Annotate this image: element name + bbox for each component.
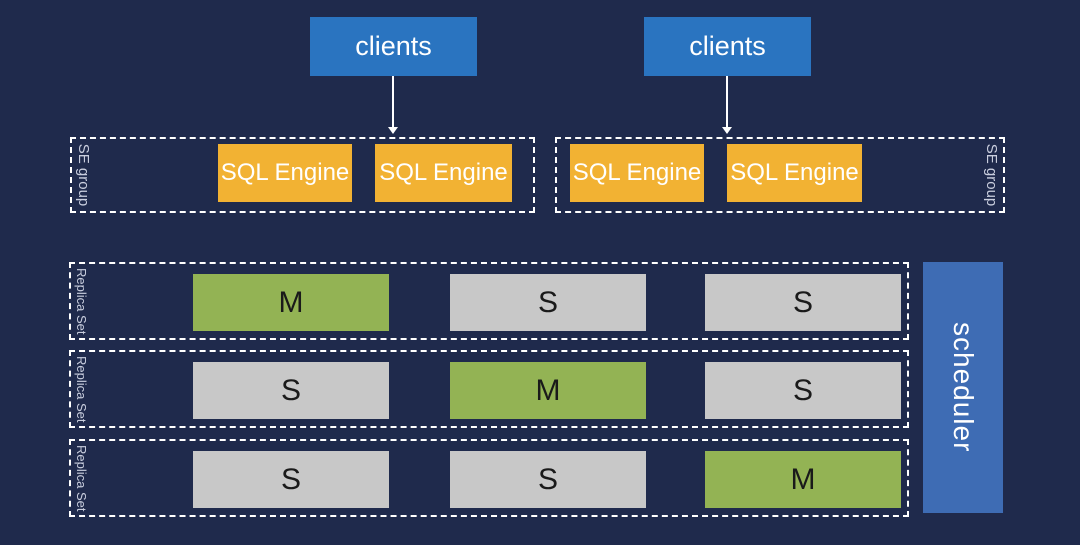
replica-set-label: Replica Set (74, 268, 89, 335)
sql-engine-box: SQL Engine (218, 144, 352, 202)
se-group-box-right: SE group SQL Engine SQL Engine (555, 137, 1005, 213)
node-box: M (705, 451, 901, 508)
sql-engine-box: SQL Engine (570, 144, 704, 202)
client-arrow-line-right (726, 76, 728, 127)
replica-set-box-3: Replica Set S S M (69, 439, 909, 517)
replica-set-label: Replica Set (74, 445, 89, 512)
replica-set-box-2: Replica Set S M S (69, 350, 909, 428)
client-arrow-line-left (392, 76, 394, 127)
node-box: S (450, 451, 646, 508)
replica-set-box-1: Replica Set M S S (69, 262, 909, 340)
scheduler-label: scheduler (948, 322, 979, 453)
client-arrow-head-left (388, 127, 398, 134)
node-box: S (705, 274, 901, 331)
node-box: M (193, 274, 389, 331)
node-box: S (450, 274, 646, 331)
client-arrow-head-right (722, 127, 732, 134)
node-box: M (450, 362, 646, 419)
sql-engine-box: SQL Engine (375, 144, 512, 202)
node-box: S (193, 362, 389, 419)
scheduler-box: scheduler (923, 262, 1003, 513)
node-box: S (705, 362, 901, 419)
clients-box-left: clients (310, 17, 477, 76)
sql-engine-box: SQL Engine (727, 144, 862, 202)
replica-set-label: Replica Set (74, 356, 89, 423)
node-box: S (193, 451, 389, 508)
clients-box-right: clients (644, 17, 811, 76)
se-group-box-left: SE group SQL Engine SQL Engine (70, 137, 535, 213)
se-group-label: SE group (983, 143, 1000, 207)
se-group-label: SE group (75, 143, 92, 207)
